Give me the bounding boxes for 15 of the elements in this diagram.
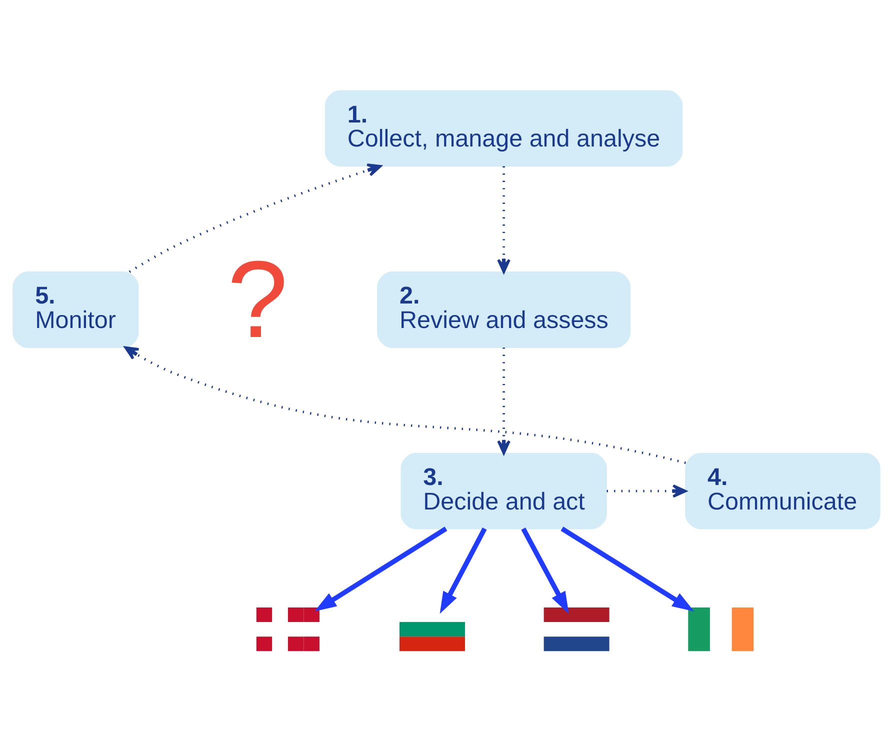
arrow bbox=[440, 528, 487, 614]
arrow bbox=[497, 166, 510, 274]
arrow bbox=[128, 164, 382, 273]
arrow bbox=[521, 528, 569, 614]
arrow bbox=[124, 346, 686, 464]
label: ? bbox=[227, 239, 288, 362]
arrow bbox=[314, 526, 448, 612]
node-box: 4. Communicate bbox=[685, 452, 880, 530]
node-box: 2. Review and assess bbox=[377, 272, 631, 348]
node-box: 3. Decide and act bbox=[400, 452, 607, 530]
node-box: 5. Monitor bbox=[12, 272, 139, 348]
node-box: 1. Collect, manage and analyse bbox=[324, 90, 683, 167]
arrow bbox=[560, 526, 694, 612]
arrow bbox=[606, 484, 687, 498]
arrow bbox=[497, 348, 510, 454]
